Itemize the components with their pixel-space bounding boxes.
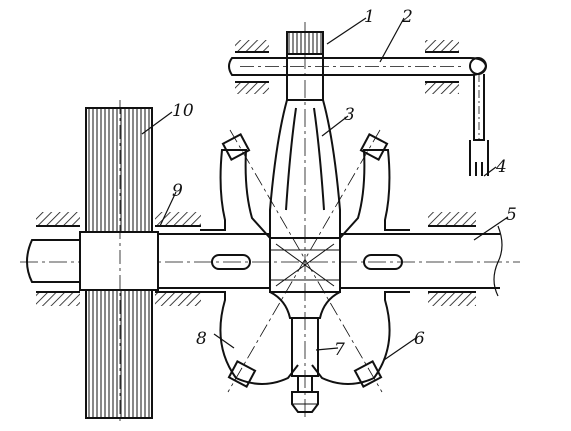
horizontal-shafts [20,225,520,297]
callout-8: 8 [196,329,207,349]
callout-9: 9 [172,181,183,201]
callout-2: 2 [401,7,413,27]
top-lever [228,57,489,176]
callout-3: 3 [344,105,355,125]
bearing-supports [36,40,476,306]
callout-1: 1 [364,7,375,27]
callout-4: 4 [495,157,507,177]
callout-10: 10 [172,101,194,121]
callout-labels: 1 2 3 4 5 6 7 8 9 10 [172,7,517,360]
callout-5: 5 [506,205,517,225]
leader-lines [141,17,509,361]
flywheel [79,100,159,425]
callout-6: 6 [414,329,425,349]
callout-7: 7 [334,340,345,360]
vertical-gear [269,22,341,420]
